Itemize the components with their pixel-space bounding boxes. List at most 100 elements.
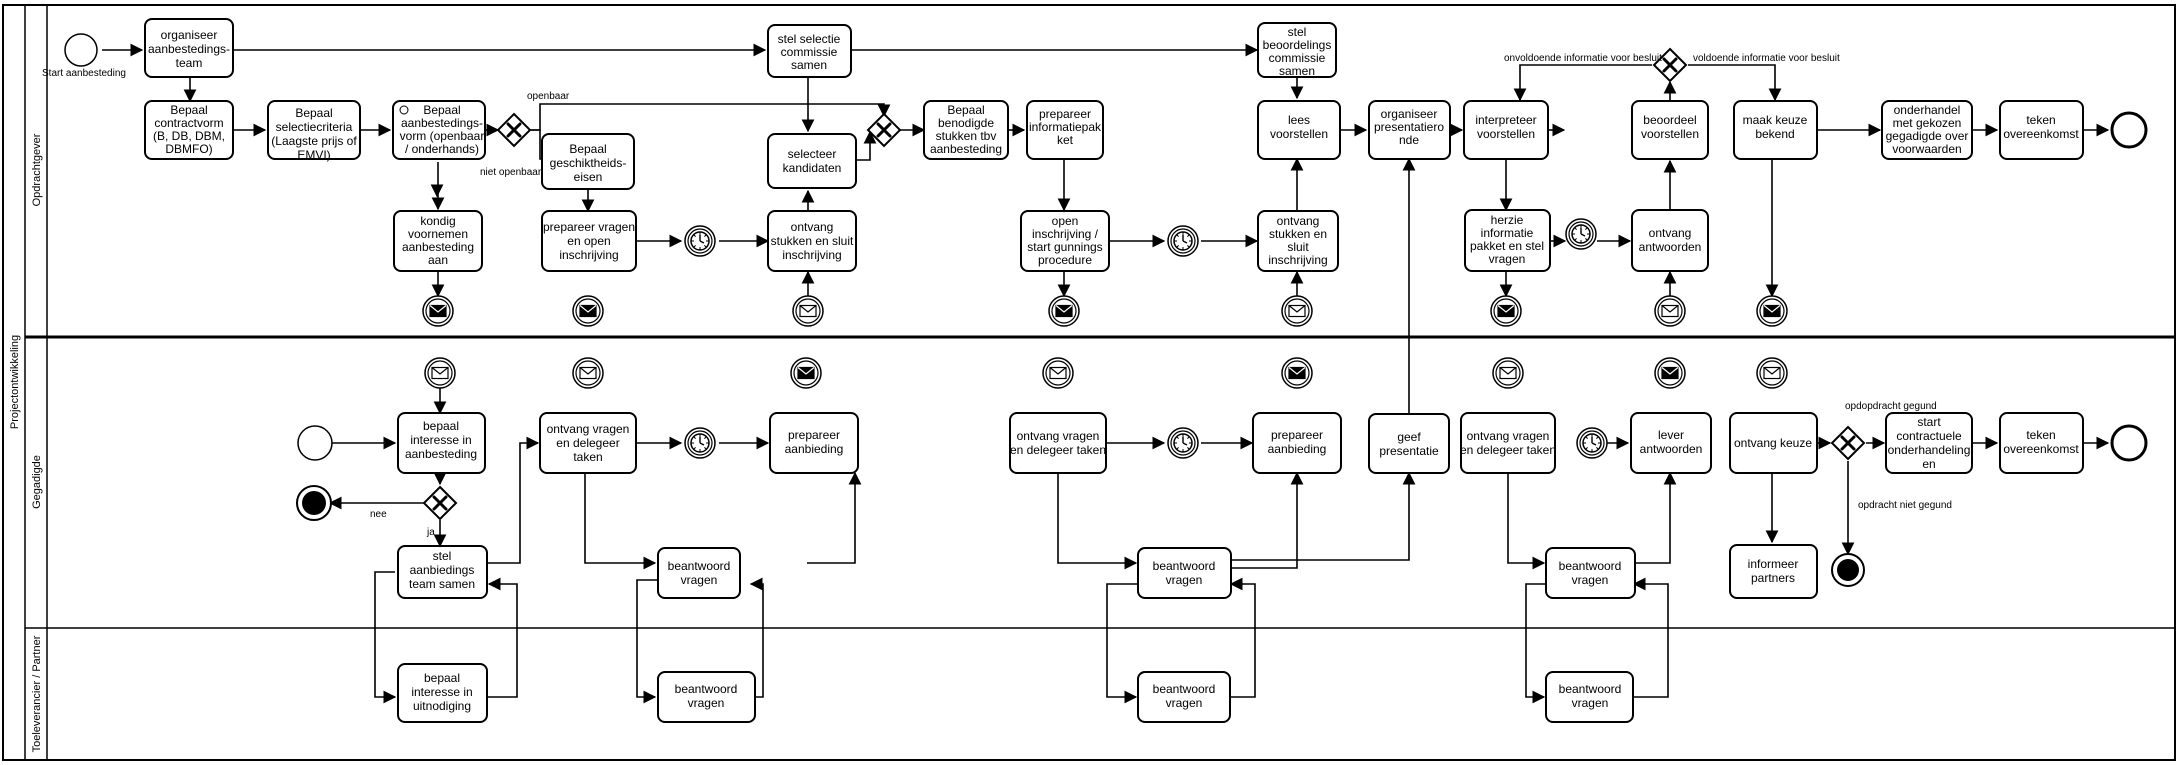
timer-event-5[interactable] bbox=[1167, 427, 1199, 459]
gateway-join-selectie[interactable] bbox=[866, 112, 902, 148]
timer-event-6[interactable] bbox=[1576, 427, 1608, 459]
start-event-gegadigde[interactable] bbox=[297, 425, 333, 461]
message-send-event-g2[interactable] bbox=[1281, 357, 1313, 389]
message-receive-event-3[interactable] bbox=[1654, 295, 1686, 327]
message-receive-event-g4[interactable] bbox=[1492, 357, 1524, 389]
gateway-interesse[interactable] bbox=[422, 485, 458, 521]
gateway-gegund[interactable] bbox=[1830, 425, 1866, 461]
message-send-event-g3[interactable] bbox=[1654, 357, 1686, 389]
message-send-event-2[interactable] bbox=[572, 295, 604, 327]
timer-event-4[interactable] bbox=[684, 427, 716, 459]
end-event-opdrachtgever[interactable] bbox=[2110, 111, 2148, 149]
gateway-aanbestedingsvorm[interactable] bbox=[496, 112, 532, 148]
message-receive-event-2[interactable] bbox=[1281, 295, 1313, 327]
flow-label-openbaar: openbaar bbox=[527, 91, 570, 102]
end-event-opdracht-niet-gegund[interactable] bbox=[1831, 553, 1865, 587]
flow-label-opdracht-gegund: opdopdracht gegund bbox=[1845, 401, 1937, 412]
message-receive-event-g1[interactable] bbox=[424, 357, 456, 389]
message-receive-event-1[interactable] bbox=[792, 295, 824, 327]
start-event-aanbesteding[interactable] bbox=[64, 33, 98, 67]
flow-label-voldoende: voldoende informatie voor besluit bbox=[1693, 53, 1840, 64]
message-send-event-3[interactable] bbox=[1048, 295, 1080, 327]
message-receive-event-g5[interactable] bbox=[1756, 357, 1788, 389]
message-receive-event-g3[interactable] bbox=[1042, 357, 1074, 389]
message-send-event-1[interactable] bbox=[422, 295, 454, 327]
end-event-nee[interactable] bbox=[296, 485, 332, 521]
end-event-gegadigde[interactable] bbox=[2110, 424, 2148, 462]
gateway-informatie-besluit[interactable] bbox=[1652, 47, 1688, 83]
message-send-event-5[interactable] bbox=[1756, 295, 1788, 327]
message-send-event-g1[interactable] bbox=[790, 357, 822, 389]
message-receive-event-g2[interactable] bbox=[572, 357, 604, 389]
task-ontvang-keuze[interactable]: ontvang keuze bbox=[1729, 412, 1818, 474]
lane-label-gegadigde: Gegadigde bbox=[31, 455, 43, 509]
svg-text:ontvang keuze: ontvang keuze bbox=[1734, 436, 1812, 450]
timer-event-2[interactable] bbox=[1167, 225, 1199, 257]
timer-event-1[interactable] bbox=[684, 225, 716, 257]
message-send-event-4[interactable] bbox=[1490, 295, 1522, 327]
timer-event-3[interactable] bbox=[1565, 218, 1597, 250]
